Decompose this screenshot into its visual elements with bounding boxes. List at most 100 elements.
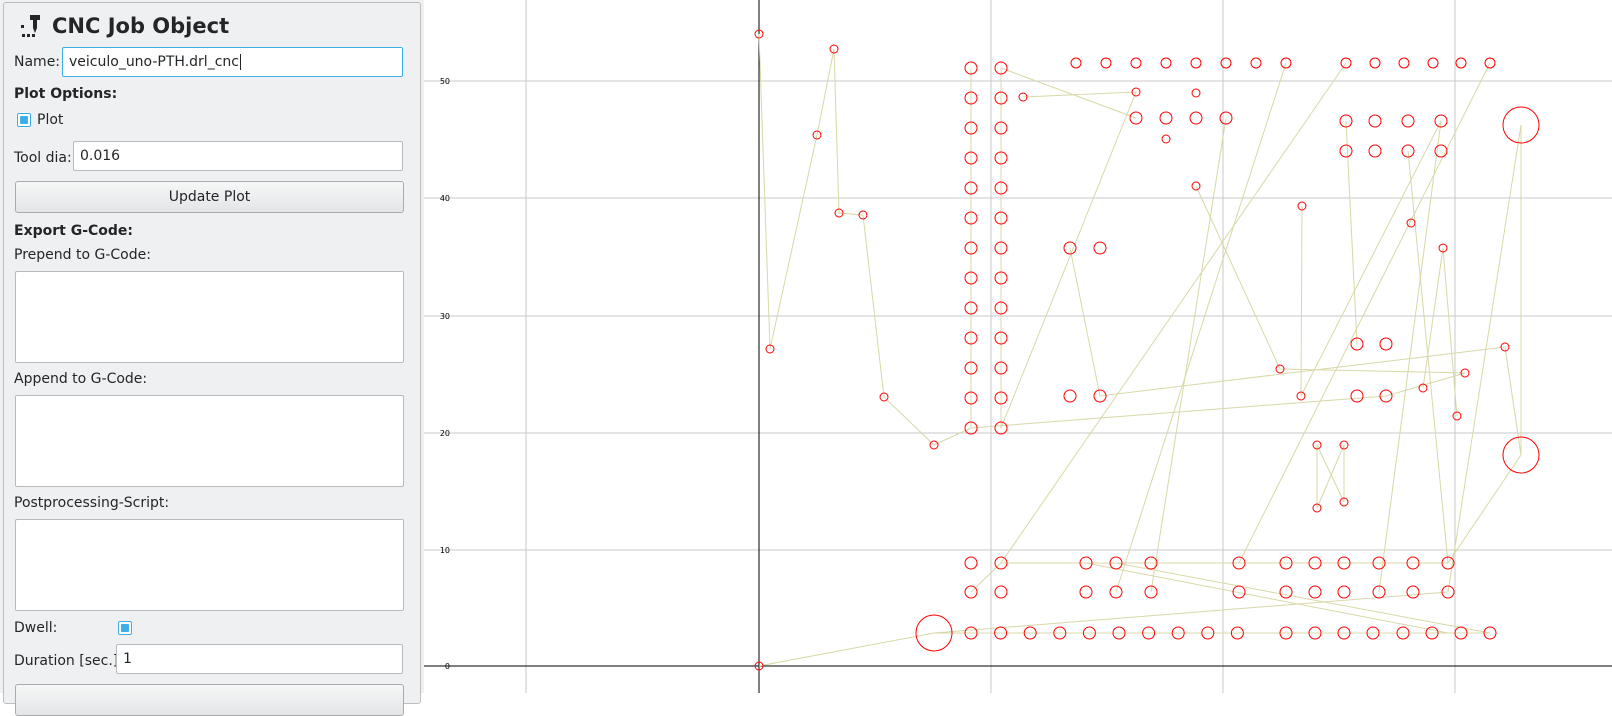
drill-hole bbox=[1500, 342, 1510, 352]
prepend-gcode-textarea[interactable] bbox=[15, 271, 404, 363]
drill-hole bbox=[1079, 585, 1093, 599]
drill-hole bbox=[964, 626, 978, 640]
plot-options-label: Plot Options: bbox=[14, 86, 118, 102]
drill-hole bbox=[1130, 57, 1142, 69]
drill-hole bbox=[1279, 585, 1293, 599]
drill-hole bbox=[1406, 556, 1420, 570]
name-label: Name: bbox=[14, 54, 61, 70]
drill-hole bbox=[1142, 626, 1156, 640]
postprocessing-script-textarea[interactable] bbox=[15, 519, 404, 611]
drill-hole bbox=[1279, 626, 1293, 640]
drill-hole bbox=[879, 392, 889, 402]
update-plot-button[interactable]: Update Plot bbox=[15, 181, 404, 213]
drill-hole bbox=[964, 151, 978, 165]
drill-hole bbox=[1369, 57, 1381, 69]
drill-hole bbox=[1131, 87, 1141, 97]
drill-path-segment bbox=[933, 591, 1449, 634]
drill-hole bbox=[1455, 57, 1467, 69]
drill-path bbox=[758, 33, 1522, 667]
duration-input[interactable]: 1 bbox=[116, 644, 403, 674]
drill-hole bbox=[1460, 368, 1470, 378]
drill-hole bbox=[1144, 556, 1158, 570]
drill-hole bbox=[1406, 218, 1416, 228]
drill-hole bbox=[1434, 144, 1448, 158]
drill-hole bbox=[1160, 57, 1172, 69]
drill-path-segment bbox=[1316, 444, 1345, 509]
drill-hole bbox=[964, 181, 978, 195]
drill-hole bbox=[1063, 389, 1077, 403]
drill-path-segment bbox=[1000, 91, 1137, 429]
drill-hole bbox=[994, 556, 1008, 570]
drill-hole bbox=[1219, 111, 1233, 125]
drill-hole bbox=[994, 361, 1008, 375]
y-tick-label: 10 bbox=[440, 546, 450, 555]
append-gcode-label: Append to G-Code: bbox=[14, 371, 148, 387]
drill-hole bbox=[994, 121, 1008, 135]
drill-hole bbox=[1438, 243, 1448, 253]
drill-hole bbox=[1189, 111, 1203, 125]
name-input[interactable]: veiculo_uno-PTH.drl_cnc bbox=[62, 47, 403, 77]
drill-hole bbox=[1368, 144, 1382, 158]
drill-hole bbox=[1093, 241, 1107, 255]
append-gcode-textarea[interactable] bbox=[15, 395, 404, 487]
dwell-checkbox[interactable] bbox=[118, 621, 132, 635]
drill-hole bbox=[1279, 556, 1293, 570]
drill-hole bbox=[1372, 585, 1386, 599]
drill-hole bbox=[765, 344, 775, 354]
drill-path-segment bbox=[1238, 62, 1491, 564]
drill-path-segment bbox=[1150, 117, 1227, 593]
drill-hole bbox=[1220, 57, 1232, 69]
drill-hole bbox=[1350, 337, 1364, 351]
drill-hole bbox=[1337, 585, 1351, 599]
drill-hole bbox=[1079, 556, 1093, 570]
drill-path-segment bbox=[758, 33, 972, 446]
properties-panel: CNC Job Object Name: veiculo_uno-PTH.drl… bbox=[0, 0, 424, 716]
drill-hole bbox=[1109, 556, 1123, 570]
export-gcode-label: Export G-Code: bbox=[14, 223, 134, 239]
drill-hole bbox=[964, 331, 978, 345]
name-value: veiculo_uno-PTH.drl_cnc bbox=[69, 54, 239, 70]
drill-hole bbox=[754, 661, 764, 671]
drill-hole bbox=[1337, 626, 1351, 640]
drill-hole bbox=[994, 301, 1008, 315]
drill-hole bbox=[1063, 241, 1077, 255]
drill-path-segment bbox=[1085, 562, 1449, 634]
drill-path-segment bbox=[1195, 185, 1466, 374]
drill-hole bbox=[1312, 503, 1322, 513]
text-caret bbox=[239, 54, 241, 70]
drill-hole bbox=[1441, 556, 1455, 570]
drill-hole bbox=[1100, 57, 1112, 69]
drill-path-segment bbox=[1407, 150, 1449, 564]
drill-hole bbox=[1372, 556, 1386, 570]
drill-hole bbox=[1190, 57, 1202, 69]
plot-checkbox[interactable] bbox=[17, 113, 31, 127]
panel-header: CNC Job Object bbox=[18, 11, 229, 41]
drill-hole bbox=[1109, 585, 1123, 599]
drill-hole bbox=[994, 391, 1008, 405]
drill-path-segment bbox=[1345, 120, 1358, 345]
drill-hole bbox=[1502, 436, 1540, 474]
export-gcode-button[interactable] bbox=[15, 684, 404, 716]
prepend-gcode-label: Prepend to G-Code: bbox=[14, 247, 151, 263]
drill-path-segment bbox=[758, 632, 1490, 667]
drill-hole bbox=[1275, 364, 1285, 374]
drill-hole bbox=[994, 91, 1008, 105]
drill-path-segment bbox=[970, 372, 1466, 429]
tool-dia-input[interactable]: 0.016 bbox=[73, 141, 403, 171]
drill-hole bbox=[1082, 626, 1096, 640]
drill-hole bbox=[994, 331, 1008, 345]
drill-hole bbox=[1297, 201, 1307, 211]
drill-hole bbox=[1053, 626, 1067, 640]
drill-path-segment bbox=[1422, 247, 1458, 417]
drill-path-segment bbox=[1069, 247, 1506, 397]
drill-hole bbox=[1454, 626, 1468, 640]
panel-title: CNC Job Object bbox=[52, 14, 230, 38]
drill-hole bbox=[1171, 626, 1185, 640]
drill-hole bbox=[858, 210, 868, 220]
drill-hole bbox=[1232, 556, 1246, 570]
y-tick-label: 20 bbox=[440, 429, 450, 438]
duration-label: Duration [sec.]: bbox=[14, 653, 123, 669]
